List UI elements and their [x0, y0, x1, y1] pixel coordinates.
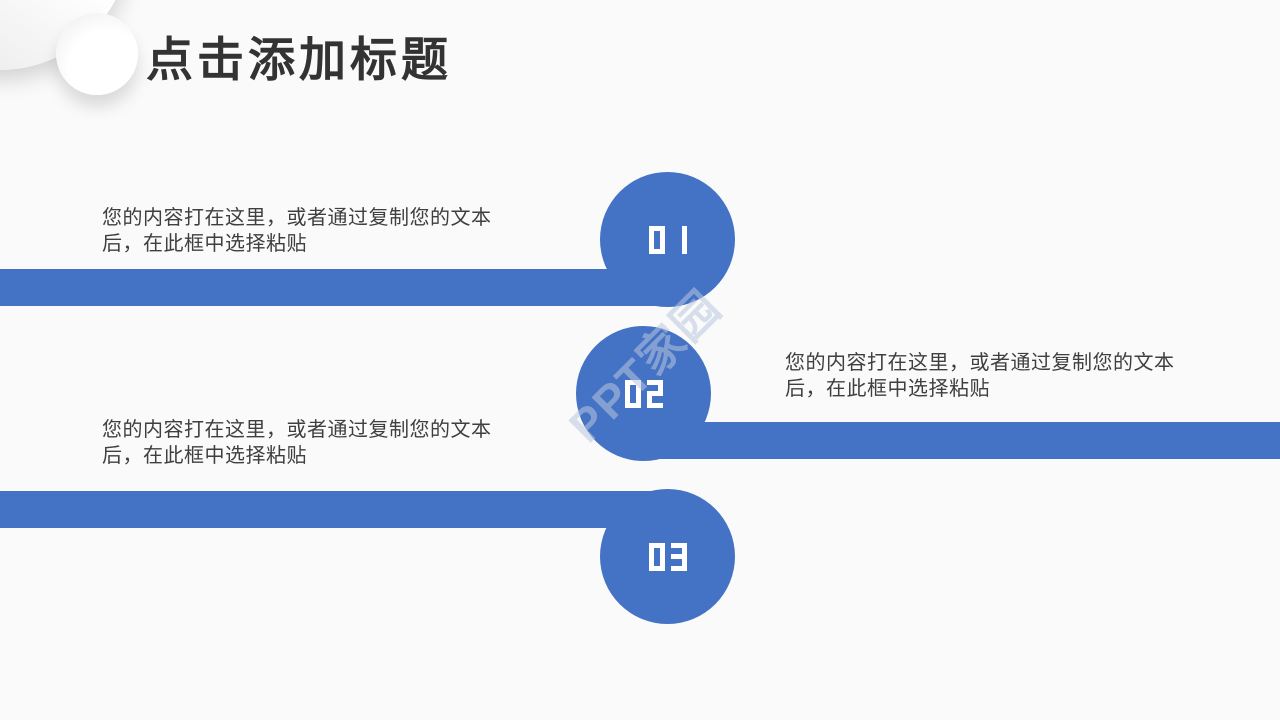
- item-01-number: [648, 225, 687, 254]
- item-02-ribbon: [643, 422, 1280, 459]
- item-03-text[interactable]: 您的内容打在这里，或者通过复制您的文本后，在此框中选择粘贴: [102, 419, 492, 467]
- item-02-number: [624, 379, 663, 408]
- item-02-text[interactable]: 您的内容打在这里，或者通过复制您的文本后，在此框中选择粘贴: [785, 352, 1175, 400]
- item-03-ribbon: [0, 491, 667, 528]
- item-01-text[interactable]: 您的内容打在这里，或者通过复制您的文本后，在此框中选择粘贴: [102, 207, 492, 255]
- item-02-number-circle: [576, 326, 711, 461]
- item-01-ribbon: [0, 269, 667, 306]
- item-01-number-circle: [600, 172, 735, 307]
- corner-small-circle-shape: [56, 13, 138, 95]
- item-03-number-circle: [600, 489, 735, 624]
- slide-title[interactable]: 点击添加标题: [146, 33, 452, 86]
- item-03-number: [648, 542, 687, 571]
